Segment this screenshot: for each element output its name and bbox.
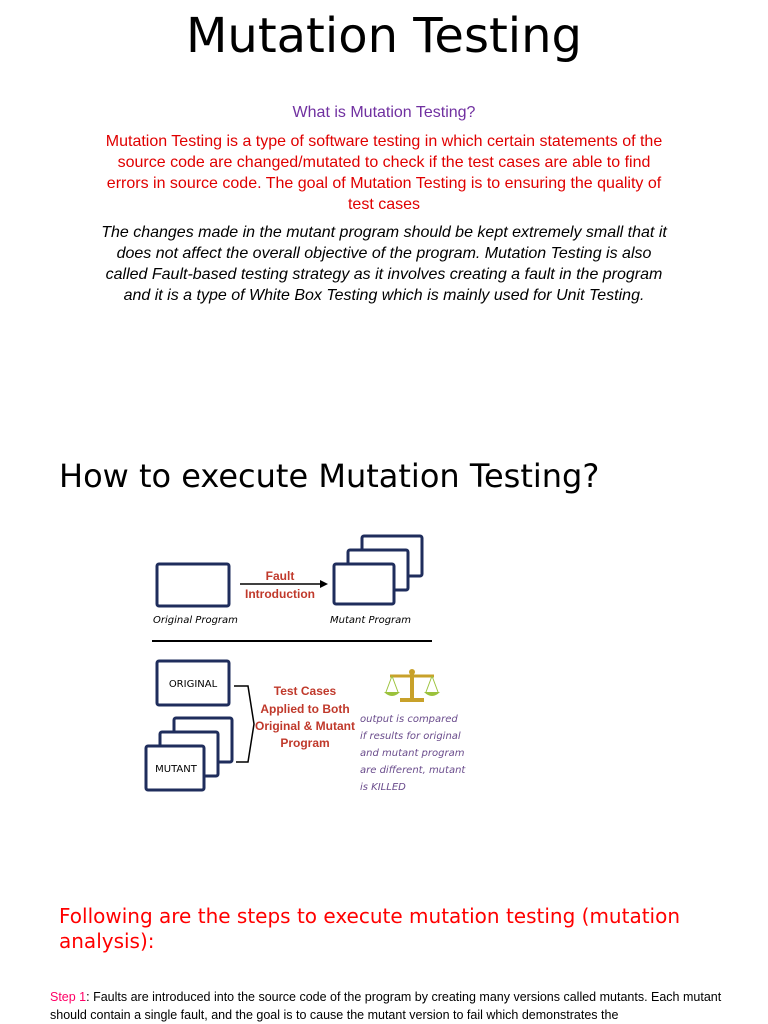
mutant-stack-box-1 [332, 562, 396, 606]
step-1-label: Step 1 [50, 990, 87, 1004]
fault-label-1: Fault [266, 569, 295, 583]
mutant-box-1 [144, 744, 206, 792]
result-line-4: are different, mutant [360, 765, 466, 776]
result-line-5: is KILLED [360, 782, 406, 793]
mutant-program-label: Mutant Program [330, 615, 411, 626]
step-1-text: : Faults are introduced into the source … [50, 990, 722, 1022]
italic-note-paragraph: The changes made in the mutant program s… [101, 224, 667, 304]
how-to-heading: How to execute Mutation Testing? [59, 457, 600, 495]
result-line-3: and mutant program [360, 748, 465, 759]
test-cases-line-3: Original & Mutant [255, 719, 355, 733]
result-line-2: if results for original [360, 731, 461, 742]
test-cases-line-2: Applied to Both [260, 702, 349, 716]
original-program-box [155, 562, 231, 608]
definition-paragraph: Mutation Testing is a type of software t… [105, 133, 663, 213]
scale-icon [384, 669, 440, 702]
steps-heading: Following are the steps to execute mutat… [59, 904, 681, 953]
mutation-testing-diagram: Original Program Fault Introduction Muta… [144, 534, 466, 793]
fault-label-2: Introduction [245, 587, 315, 601]
test-cases-line-4: Program [280, 736, 329, 750]
original-box [155, 659, 231, 707]
fault-arrow-head [320, 580, 328, 588]
page-title: Mutation Testing [185, 8, 583, 64]
original-program-label: Original Program [153, 615, 238, 626]
mutant-box-label: MUTANT [155, 764, 198, 775]
original-box-label: ORIGINAL [169, 679, 218, 690]
test-cases-line-1: Test Cases [274, 684, 337, 698]
section-question: What is Mutation Testing? [292, 104, 476, 121]
step-1-paragraph: Step 1: Faults are introduced into the s… [50, 988, 730, 1024]
result-line-1: output is compared [360, 714, 458, 725]
merge-bracket [234, 685, 255, 763]
